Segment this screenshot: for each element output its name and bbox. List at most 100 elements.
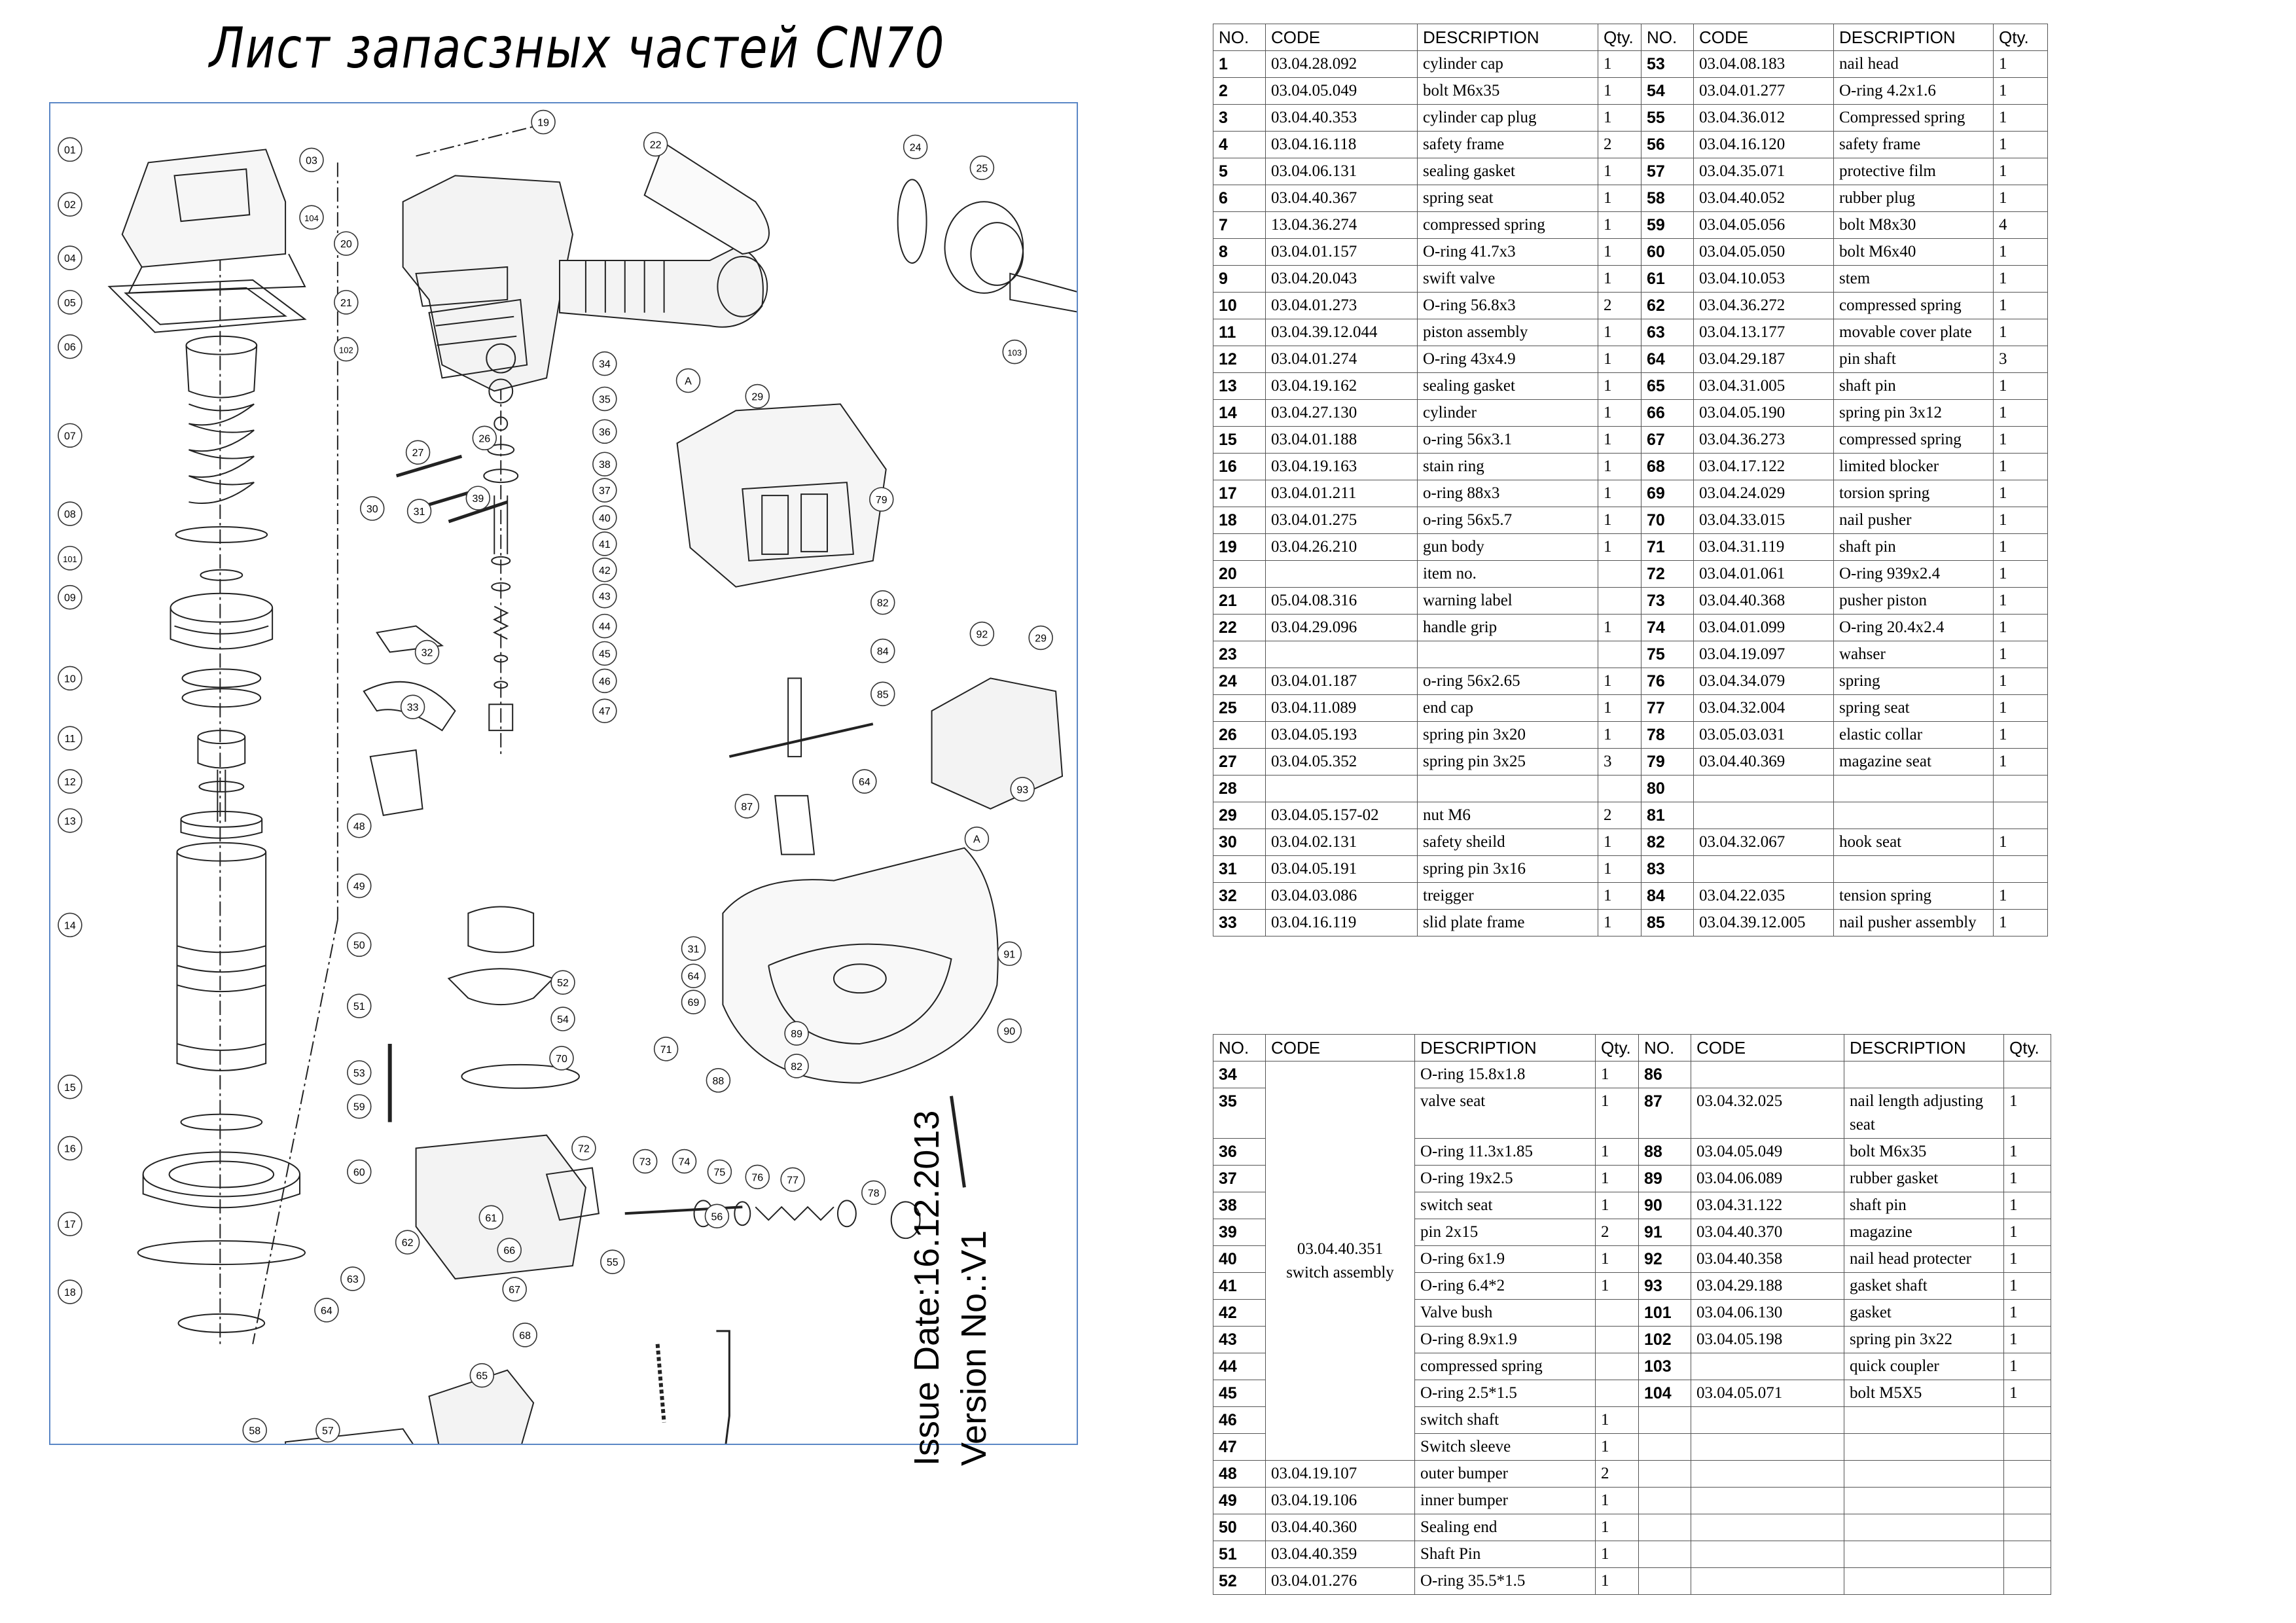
callout-number: 43 bbox=[599, 592, 611, 603]
table-cell: 03.04.32.067 bbox=[1693, 829, 1834, 856]
table-cell: 4 bbox=[1993, 211, 2048, 239]
table-cell bbox=[1265, 560, 1418, 588]
callout-label: 90 bbox=[997, 1018, 1022, 1043]
callout-number: 75 bbox=[714, 1167, 726, 1178]
callout-number: 79 bbox=[876, 495, 888, 506]
table-cell: pusher piston bbox=[1833, 587, 1994, 615]
table-cell: 03.04.02.131 bbox=[1265, 829, 1418, 856]
table-cell bbox=[1691, 1353, 1844, 1380]
callout-circle bbox=[780, 1167, 805, 1192]
table-cell: magazine bbox=[1844, 1219, 2004, 1246]
table-cell: 1 bbox=[1595, 1433, 1639, 1461]
table-cell: 03.04.11.089 bbox=[1265, 694, 1418, 722]
callout-number: 29 bbox=[751, 391, 763, 402]
callout-circle bbox=[870, 681, 895, 707]
table-cell: 1 bbox=[1595, 1138, 1639, 1166]
table-cell: 03.04.24.029 bbox=[1693, 480, 1834, 507]
callout-label: 31 bbox=[681, 936, 706, 961]
callout-number: 71 bbox=[660, 1044, 672, 1056]
table-cell: 32 bbox=[1213, 882, 1266, 910]
table-cell: 03.04.31.005 bbox=[1693, 372, 1834, 400]
table-cell bbox=[1693, 802, 1834, 829]
callout-number: 08 bbox=[64, 509, 76, 520]
callout-circle bbox=[347, 1060, 372, 1085]
table-cell: 03.04.19.163 bbox=[1265, 453, 1418, 480]
callout-circle bbox=[550, 970, 575, 995]
callout-number: 90 bbox=[1003, 1026, 1015, 1037]
callout-circle bbox=[359, 496, 385, 521]
callout-circle bbox=[334, 290, 359, 315]
table-cell: 61 bbox=[1641, 265, 1694, 293]
callout-label: 20 bbox=[334, 231, 359, 256]
table-cell: 03.04.05.050 bbox=[1693, 238, 1834, 266]
callout-number: 38 bbox=[599, 459, 611, 471]
callout-label: 64 bbox=[681, 963, 706, 988]
callout-label: 45 bbox=[592, 641, 617, 666]
table-cell: 60 bbox=[1641, 238, 1694, 266]
callout-circle bbox=[1002, 339, 1027, 365]
callout-number: 30 bbox=[367, 504, 378, 515]
callout-circle bbox=[592, 698, 617, 723]
table-cell: slid plate frame bbox=[1417, 909, 1598, 936]
callout-label: 31 bbox=[406, 499, 432, 524]
table-cell: 54 bbox=[1641, 77, 1694, 105]
table-cell: DESCRIPTION bbox=[1414, 1034, 1596, 1061]
table-cell bbox=[2003, 1433, 2051, 1461]
callout-label: 68 bbox=[512, 1323, 537, 1347]
callout-circle bbox=[58, 1135, 82, 1161]
table-cell: 03.04.36.273 bbox=[1693, 426, 1834, 454]
table-cell: 68 bbox=[1641, 453, 1694, 480]
table-cell: 17 bbox=[1213, 480, 1266, 507]
callout-label: 40 bbox=[592, 505, 617, 530]
callout-number: 60 bbox=[353, 1167, 365, 1178]
callout-number: 36 bbox=[599, 427, 611, 438]
callout-label: 51 bbox=[347, 993, 372, 1018]
callout-circle bbox=[969, 155, 995, 181]
table-cell: 15 bbox=[1213, 426, 1266, 454]
callout-label: 78 bbox=[861, 1180, 886, 1205]
table-cell: 1 bbox=[1598, 721, 1641, 749]
table-cell: 1 bbox=[1993, 319, 2048, 346]
table-cell bbox=[1844, 1567, 2004, 1595]
table-cell: 20 bbox=[1213, 560, 1266, 588]
callout-number: 66 bbox=[503, 1245, 515, 1257]
callout-circle bbox=[58, 912, 82, 938]
table-cell: 1 bbox=[1993, 533, 2048, 561]
table-cell: 03.04.17.122 bbox=[1693, 453, 1834, 480]
callout-label: 61 bbox=[478, 1205, 504, 1230]
table-cell: 03.04.01.275 bbox=[1265, 507, 1418, 534]
table-cell: 7 bbox=[1213, 211, 1266, 239]
table-cell: spring bbox=[1833, 668, 1994, 695]
callout-number: 91 bbox=[1003, 949, 1015, 960]
callout-number: 68 bbox=[519, 1330, 531, 1342]
table-cell: CODE bbox=[1693, 24, 1834, 51]
callout-label: 10 bbox=[58, 666, 82, 691]
table-cell: 03.04.01.274 bbox=[1265, 346, 1418, 373]
table-cell: 1 bbox=[1598, 694, 1641, 722]
table-cell: 3 bbox=[1993, 346, 2048, 373]
table-cell: 53 bbox=[1641, 50, 1694, 78]
callout-number: 69 bbox=[688, 997, 700, 1008]
callout-number: 76 bbox=[751, 1172, 763, 1183]
table-cell: Qty. bbox=[1598, 24, 1641, 51]
callout-label: 101 bbox=[58, 546, 82, 571]
callout-label: 08 bbox=[58, 501, 82, 526]
callout-number: 49 bbox=[353, 882, 365, 893]
callout-label: 104 bbox=[299, 205, 324, 230]
table-cell: bolt M6x35 bbox=[1844, 1138, 2004, 1166]
table-cell: 03.04.39.12.005 bbox=[1693, 909, 1834, 936]
callout-number: 25 bbox=[977, 163, 988, 174]
callout-number: 59 bbox=[353, 1102, 365, 1113]
callout-label: 57 bbox=[315, 1418, 340, 1443]
callout-label: 16 bbox=[58, 1135, 82, 1161]
callout-label: 64 bbox=[852, 769, 877, 794]
callout-number: 64 bbox=[688, 971, 700, 982]
table-cell: protective film bbox=[1833, 158, 1994, 185]
